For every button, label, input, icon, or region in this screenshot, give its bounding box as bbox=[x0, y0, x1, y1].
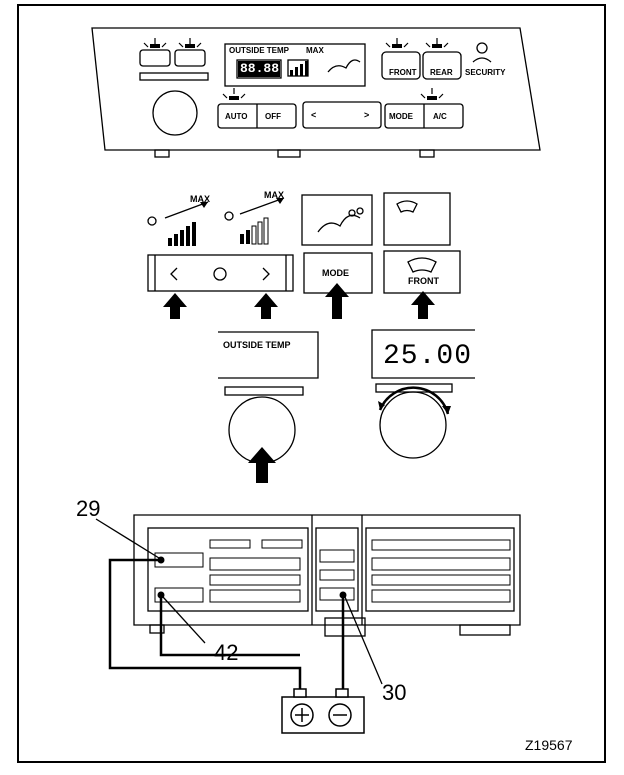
battery-negative-terminal bbox=[328, 703, 352, 727]
panel-outside-temp-label: OUTSIDE TEMP bbox=[229, 46, 290, 55]
press-arrow-mode bbox=[325, 283, 349, 319]
max-arrow-1 bbox=[164, 201, 209, 219]
max-arrow-2 bbox=[239, 197, 285, 215]
security-label: SECURITY bbox=[465, 68, 506, 77]
indicator-strip-left bbox=[224, 386, 304, 396]
front-defrost-button[interactable] bbox=[381, 51, 421, 80]
callout-29: 29 bbox=[76, 496, 101, 521]
security-icon bbox=[476, 42, 488, 54]
callout-42: 42 bbox=[214, 640, 239, 665]
fan-button-strip[interactable] bbox=[147, 254, 294, 292]
knob-left[interactable] bbox=[228, 396, 296, 464]
front-defrost-detail-button[interactable] bbox=[383, 250, 461, 294]
indicator-lights bbox=[143, 38, 449, 99]
recirc-button[interactable] bbox=[139, 49, 171, 67]
lcd-display bbox=[224, 43, 366, 87]
outside-temp-display bbox=[218, 331, 319, 379]
lcd-digits-bg bbox=[238, 61, 280, 77]
press-arrow-fan-down bbox=[163, 293, 187, 319]
battery bbox=[281, 688, 365, 734]
press-arrows bbox=[163, 283, 435, 483]
indicator-dots bbox=[150, 44, 442, 100]
temp-knob-left[interactable] bbox=[152, 90, 198, 136]
panel-max-label: MAX bbox=[306, 46, 324, 55]
mode-airflow-display bbox=[301, 194, 373, 246]
front-button-label[interactable]: FRONT bbox=[389, 68, 417, 77]
wire-terminal-42 bbox=[159, 595, 300, 657]
max-label-1: MAX bbox=[190, 194, 210, 204]
callout-30: 30 bbox=[382, 680, 407, 705]
press-arrow-front bbox=[411, 291, 435, 319]
lcd-fan-bars bbox=[290, 61, 308, 76]
off-button-label[interactable]: OFF bbox=[265, 112, 281, 121]
terminal-pins bbox=[157, 556, 347, 599]
outer-frame bbox=[17, 4, 606, 763]
fan-level-bars bbox=[168, 222, 250, 246]
panel-fan-left[interactable]: < bbox=[311, 110, 317, 120]
fan-level-bars-outline bbox=[251, 217, 269, 245]
detail-outside-temp-label: OUTSIDE TEMP bbox=[223, 340, 291, 350]
auto-button-label[interactable]: AUTO bbox=[225, 112, 248, 121]
ac-button-label[interactable]: A/C bbox=[433, 112, 447, 121]
rear-defrost-button[interactable] bbox=[422, 51, 462, 80]
fan-icon bbox=[213, 267, 227, 281]
fresh-air-button[interactable] bbox=[174, 49, 206, 67]
fan-up-chevron-icon[interactable] bbox=[262, 267, 270, 281]
press-arrow-fan-up bbox=[254, 293, 278, 319]
indicator-strip bbox=[139, 72, 209, 81]
detail-temp-value: 25.00 bbox=[383, 341, 473, 372]
temp-detail bbox=[218, 329, 475, 464]
fan-speed-button[interactable] bbox=[302, 101, 382, 129]
battery-positive-terminal bbox=[290, 703, 314, 727]
temp-lcd-display bbox=[371, 329, 475, 379]
press-arrow-knob bbox=[248, 447, 276, 483]
fan-down-chevron-icon[interactable] bbox=[170, 267, 178, 281]
leader-42 bbox=[162, 596, 206, 644]
mode-button-label[interactable]: MODE bbox=[389, 112, 413, 121]
rear-button-label[interactable]: REAR bbox=[430, 68, 453, 77]
leader-30 bbox=[344, 596, 383, 685]
panel-fan-right[interactable]: > bbox=[364, 110, 370, 120]
max-label-2: MAX bbox=[264, 190, 284, 200]
wire-terminal-29 bbox=[108, 558, 302, 692]
leader-29 bbox=[95, 518, 160, 559]
diagram-id: Z19567 bbox=[525, 737, 573, 753]
callout-leaders bbox=[95, 518, 383, 685]
detail-front-label[interactable]: FRONT bbox=[408, 276, 439, 286]
knob-right[interactable] bbox=[379, 391, 447, 459]
test-wires bbox=[108, 558, 345, 692]
panel-lcd-digits: 88.88 bbox=[240, 61, 280, 76]
ecu-connector bbox=[133, 514, 521, 637]
defrost-indicator bbox=[383, 192, 451, 246]
detail-mode-label[interactable]: MODE bbox=[322, 268, 349, 278]
